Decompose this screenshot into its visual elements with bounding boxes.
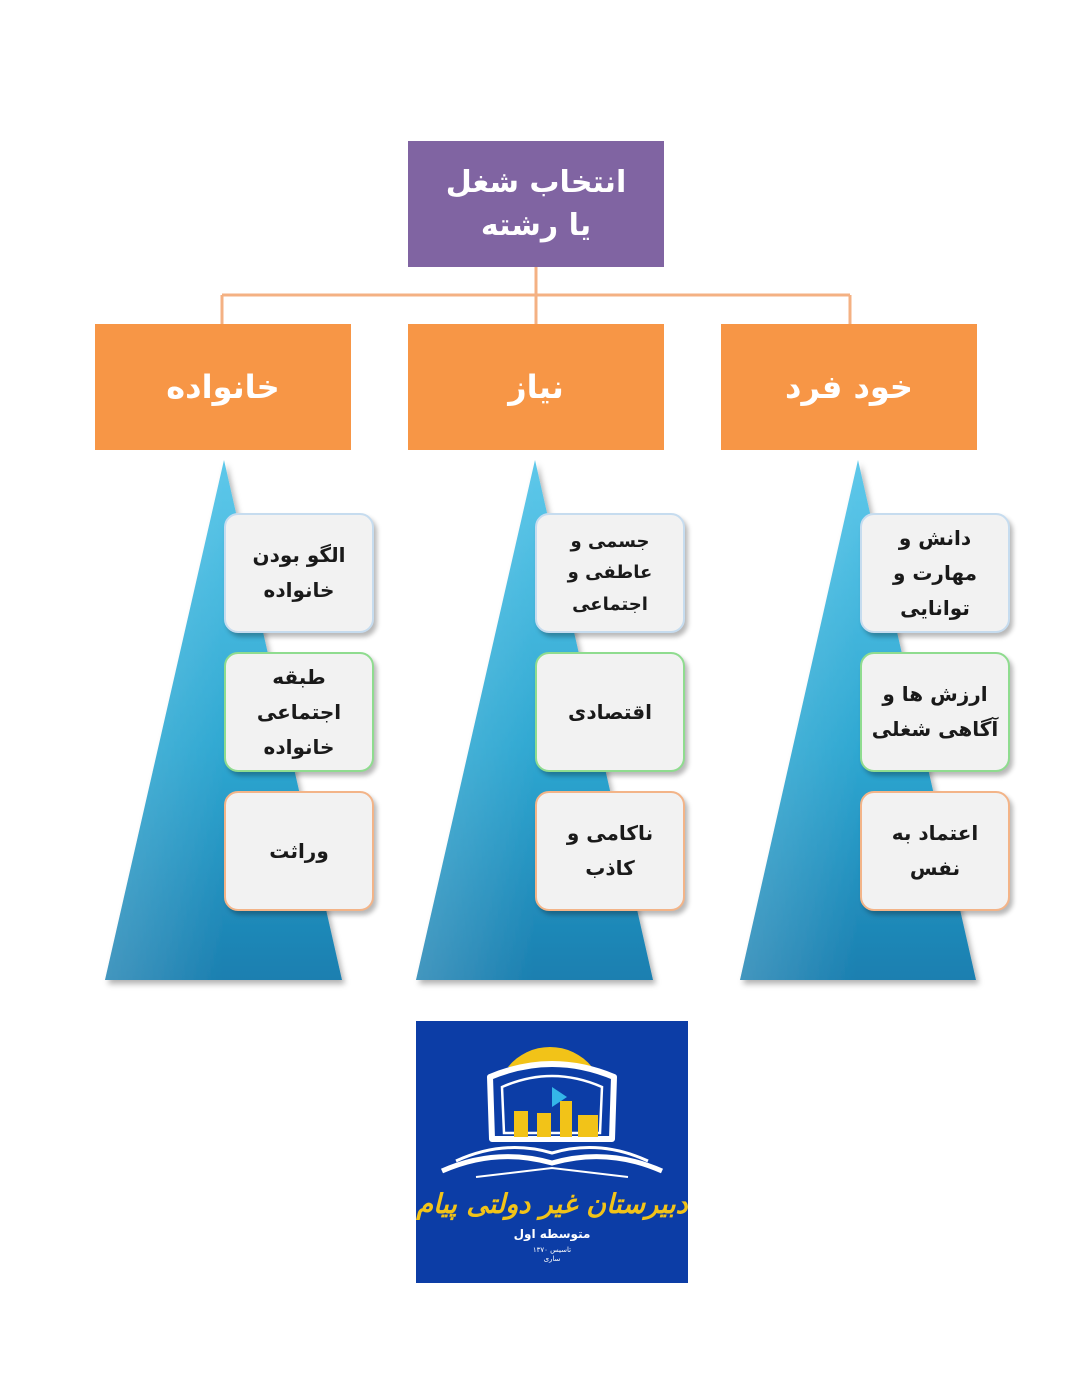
category-need: نیاز bbox=[408, 324, 664, 450]
item-self-1-label: دانش و مهارت و توانایی bbox=[892, 525, 978, 620]
school-logo: دبیرستان غیر دولتی پیام متوسطه اول تاسیس… bbox=[416, 1021, 688, 1283]
logo-title: دبیرستان غیر دولتی پیام bbox=[416, 1189, 688, 1220]
category-self: خود فرد bbox=[721, 324, 977, 450]
root-node: انتخاب شغل یا رشته bbox=[408, 141, 664, 267]
category-self-label: خود فرد bbox=[785, 368, 913, 406]
item-self-2: ارزش ها و آگاهی شغلی bbox=[860, 652, 1010, 772]
item-need-2: اقتصادی bbox=[535, 652, 685, 772]
item-self-3-label: اعتماد به نفس bbox=[891, 821, 979, 880]
item-need-1: جسمی و عاطفی و اجتماعی bbox=[535, 513, 685, 633]
root-label: انتخاب شغل یا رشته bbox=[445, 164, 627, 244]
item-family-2: طبقه اجتماعی خانواده bbox=[224, 652, 374, 772]
logo-city: ساری bbox=[543, 1255, 561, 1264]
item-need-1-label: جسمی و عاطفی و اجتماعی bbox=[567, 530, 653, 615]
category-family: خانواده bbox=[95, 324, 351, 450]
category-family-label: خانواده bbox=[166, 368, 280, 406]
logo-established: تاسیس ۱۳۷۰ ساری bbox=[416, 1246, 688, 1264]
item-need-2-label: اقتصادی bbox=[568, 699, 652, 724]
logo-established-text: تاسیس ۱۳۷۰ bbox=[532, 1246, 572, 1254]
logo-level: متوسطه اول bbox=[513, 1227, 591, 1241]
item-self-1: دانش و مهارت و توانایی bbox=[860, 513, 1010, 633]
item-family-1-label: الگو بودن خانواده bbox=[252, 543, 346, 602]
connector-lines bbox=[220, 267, 852, 324]
item-family-1: الگو بودن خانواده bbox=[224, 513, 374, 633]
item-need-3-label: ناکامی و کاذب bbox=[566, 821, 654, 880]
item-need-3: ناکامی و کاذب bbox=[535, 791, 685, 911]
category-need-label: نیاز bbox=[508, 368, 564, 406]
item-self-2-label: ارزش ها و آگاهی شغلی bbox=[871, 682, 999, 741]
item-self-3: اعتماد به نفس bbox=[860, 791, 1010, 911]
logo-emblem bbox=[440, 1046, 664, 1178]
item-family-3-label: وراثت bbox=[269, 838, 329, 863]
item-family-2-label: طبقه اجتماعی خانواده bbox=[256, 664, 342, 759]
item-family-3: وراثت bbox=[224, 791, 374, 911]
